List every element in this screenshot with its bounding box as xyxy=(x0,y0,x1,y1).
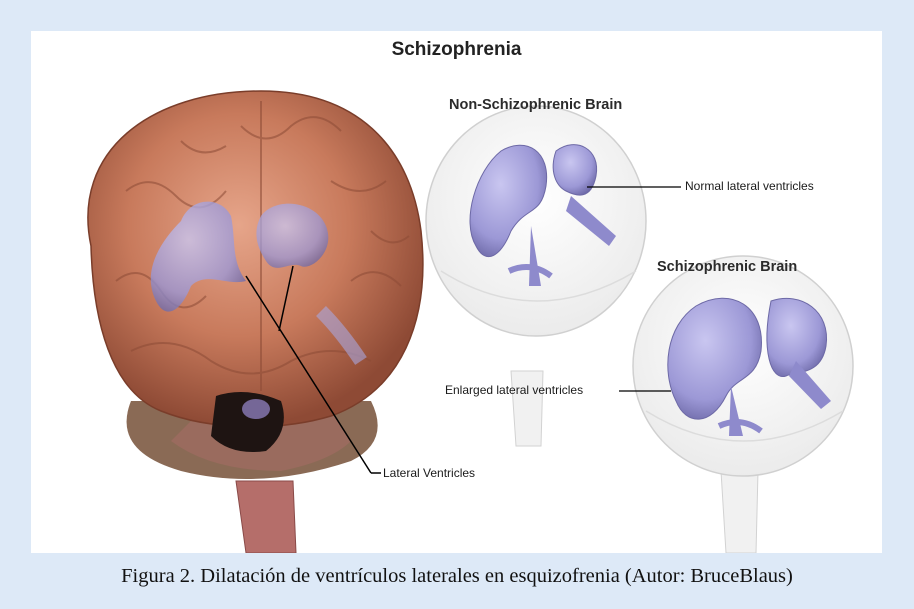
figure-title: Schizophrenia xyxy=(31,39,882,61)
normal-brain-title: Non-Schizophrenic Brain xyxy=(449,97,622,113)
figure-caption: Figura 2. Dilatación de ventrículos late… xyxy=(0,565,914,588)
schizophrenic-brain-diagram xyxy=(619,256,853,553)
enlarged-ventricles-label: Enlarged lateral ventricles xyxy=(445,383,583,397)
figure-image: Schizophrenia Non-Schizophrenic Brain Sc… xyxy=(31,31,882,553)
lateral-ventricles-label: Lateral Ventricles xyxy=(383,466,475,480)
normal-ventricles-label: Normal lateral ventricles xyxy=(685,179,814,193)
schizophrenic-brain-title: Schizophrenic Brain xyxy=(657,259,797,275)
large-brain xyxy=(88,91,423,553)
